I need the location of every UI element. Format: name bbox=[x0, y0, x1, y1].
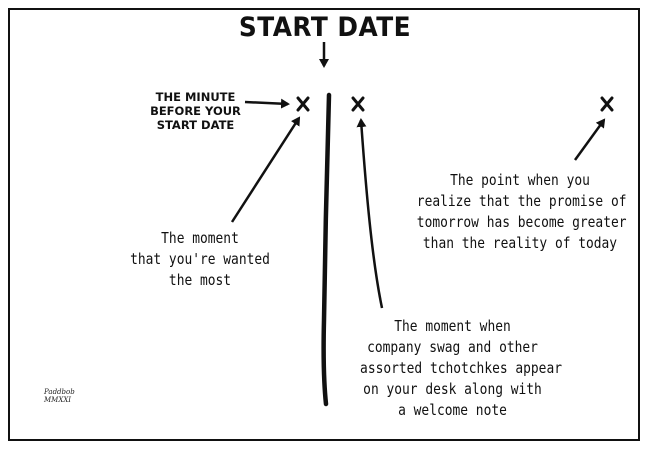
artist-signature: Paddbob MMXXI bbox=[44, 388, 75, 404]
x-marker-swag bbox=[351, 96, 365, 112]
diagram-title: START DATE bbox=[238, 12, 412, 43]
most-wanted-arrow bbox=[230, 116, 301, 223]
swag-caption: The moment when company swag and other a… bbox=[360, 317, 562, 419]
start-date-line bbox=[321, 92, 332, 407]
minute-before-arrow bbox=[244, 98, 290, 109]
most-wanted-caption: The moment that you're wanted the most bbox=[130, 229, 270, 289]
tomorrow-caption: The point when you realize that the prom… bbox=[416, 171, 627, 252]
x-marker-before-start bbox=[296, 96, 310, 112]
tomorrow-arrow bbox=[573, 118, 606, 161]
swag-arrow bbox=[356, 118, 384, 309]
minute-before-label: THE MINUTE BEFORE YOUR START DATE bbox=[150, 90, 241, 132]
x-marker-tomorrow bbox=[600, 96, 614, 112]
